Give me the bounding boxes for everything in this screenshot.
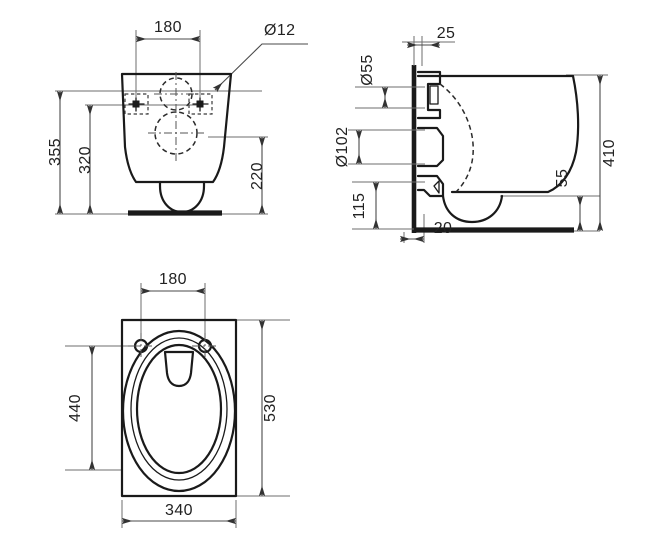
front-dim-320: 320 bbox=[77, 104, 94, 215]
plan-dim-340-label: 340 bbox=[165, 502, 193, 519]
front-bowl-outline bbox=[120, 72, 233, 184]
plan-view: 180 440 530 bbox=[65, 271, 290, 528]
front-lower-hole bbox=[148, 105, 204, 161]
side-dim-115: 115 bbox=[351, 181, 380, 230]
side-dim-115-label: 115 bbox=[351, 193, 368, 220]
front-dim-180-label: 180 bbox=[154, 19, 182, 36]
front-callout-d12-label: Ø12 bbox=[264, 22, 295, 39]
plan-dim-440-label: 440 bbox=[67, 394, 84, 422]
plan-bolt-hole-right bbox=[192, 333, 218, 359]
front-dim-220-label: 220 bbox=[249, 162, 266, 190]
front-bolt-right bbox=[188, 93, 213, 115]
side-trap-hidden-curve bbox=[439, 83, 474, 193]
front-dim-320-label: 320 bbox=[77, 146, 94, 174]
side-dim-25-label: 25 bbox=[437, 25, 456, 42]
side-dim-20-label: 20 bbox=[434, 220, 453, 237]
side-dim-20: 20 bbox=[399, 220, 453, 243]
side-dim-55: 55 bbox=[554, 169, 584, 232]
side-dim-410: 410 bbox=[596, 74, 618, 232]
front-dim-180: 180 bbox=[135, 19, 201, 43]
side-dim-d55: Ø55 bbox=[359, 54, 389, 109]
side-elevation-view: 25 Ø55 Ø102 115 20 410 55 bbox=[334, 25, 618, 243]
plan-dim-180: 180 bbox=[140, 271, 206, 295]
front-dim-355-label: 355 bbox=[47, 138, 64, 166]
plan-dim-440: 440 bbox=[67, 345, 96, 471]
side-dim-d102: Ø102 bbox=[334, 127, 363, 168]
plan-bolt-hole-left bbox=[128, 333, 154, 359]
side-bowl-underside bbox=[441, 194, 504, 224]
plan-bowl-opening bbox=[135, 343, 223, 475]
front-outlet-protrusion bbox=[158, 180, 206, 214]
front-extension-lines bbox=[55, 30, 268, 215]
side-bowl-outline bbox=[416, 74, 580, 194]
front-elevation-view: 180 Ø12 bbox=[47, 19, 308, 216]
front-bolt-left bbox=[124, 93, 149, 115]
side-dim-410-label: 410 bbox=[601, 139, 618, 167]
plan-rim-inner bbox=[130, 337, 228, 481]
front-dim-355: 355 bbox=[47, 90, 64, 215]
side-wall-bracket bbox=[416, 70, 445, 198]
side-dim-25: 25 bbox=[406, 25, 456, 49]
side-dim-d55-label: Ø55 bbox=[359, 54, 376, 85]
plan-rim-outer bbox=[121, 329, 237, 493]
plan-dim-340: 340 bbox=[121, 502, 237, 525]
side-extension-lines bbox=[348, 36, 608, 243]
plan-flush-shelf bbox=[163, 350, 195, 388]
plan-dim-530: 530 bbox=[258, 319, 279, 497]
plan-dim-180-label: 180 bbox=[159, 271, 187, 288]
plan-dim-530-label: 530 bbox=[262, 394, 279, 422]
front-callout-d12: Ø12 bbox=[212, 22, 308, 93]
side-dim-d102-label: Ø102 bbox=[334, 127, 351, 168]
front-dim-220: 220 bbox=[249, 136, 266, 215]
side-dim-55-label: 55 bbox=[554, 169, 571, 188]
